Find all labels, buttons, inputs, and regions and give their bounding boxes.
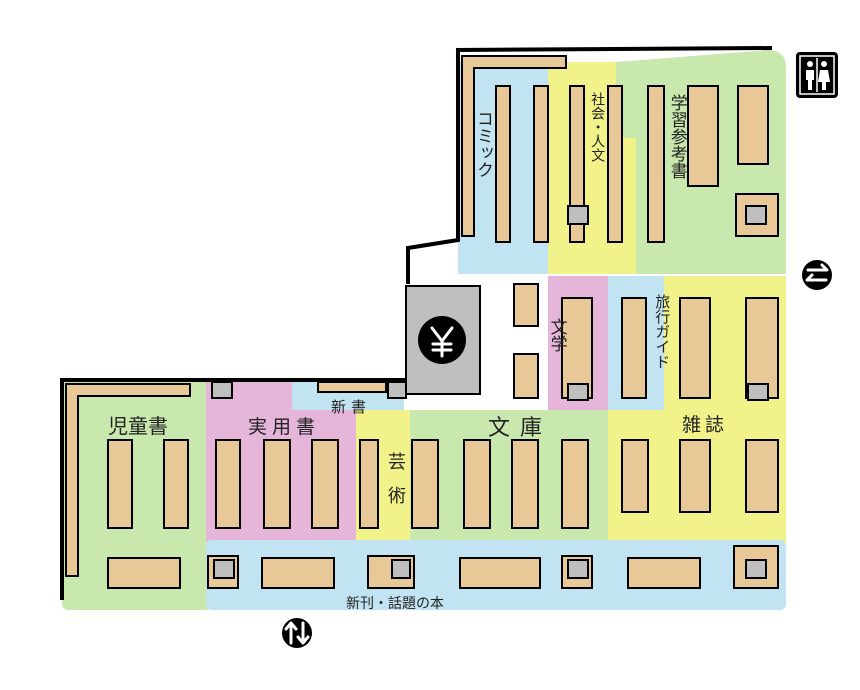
restroom-icon[interactable] xyxy=(796,52,838,98)
transfer-arrows-icon[interactable] xyxy=(802,260,832,290)
wall-shelf-children xyxy=(65,383,191,577)
pillars xyxy=(211,205,769,579)
section-label-children-books: 児童書 xyxy=(108,414,168,438)
section-label-travel-guide: 旅行ガイド xyxy=(653,294,672,369)
section-label-magazines: 雑誌 xyxy=(682,414,729,436)
yen-icon[interactable] xyxy=(418,316,466,364)
section-label-practical-books: 実用書 xyxy=(248,416,321,438)
shelves xyxy=(107,85,779,589)
zone-children-books[interactable] xyxy=(62,380,212,610)
section-label-literature: 文学 xyxy=(546,318,567,352)
section-label-arts: 芸術 xyxy=(385,452,406,520)
section-label-comic: コミック xyxy=(473,110,493,178)
section-label-social-humanities: 社会・人文 xyxy=(589,92,606,162)
section-label-bunko: 文庫 xyxy=(488,416,553,441)
walls xyxy=(60,46,773,600)
section-label-new-releases: 新刊・話題の本 xyxy=(346,596,444,612)
section-label-study-reference: 学習参考書 xyxy=(666,94,687,179)
up-down-arrows-icon[interactable] xyxy=(282,618,312,648)
wall-shelf-shinsho xyxy=(317,381,387,393)
section-label-shinsho: 新書 xyxy=(331,398,372,416)
wall-shelf-comic xyxy=(461,55,567,237)
